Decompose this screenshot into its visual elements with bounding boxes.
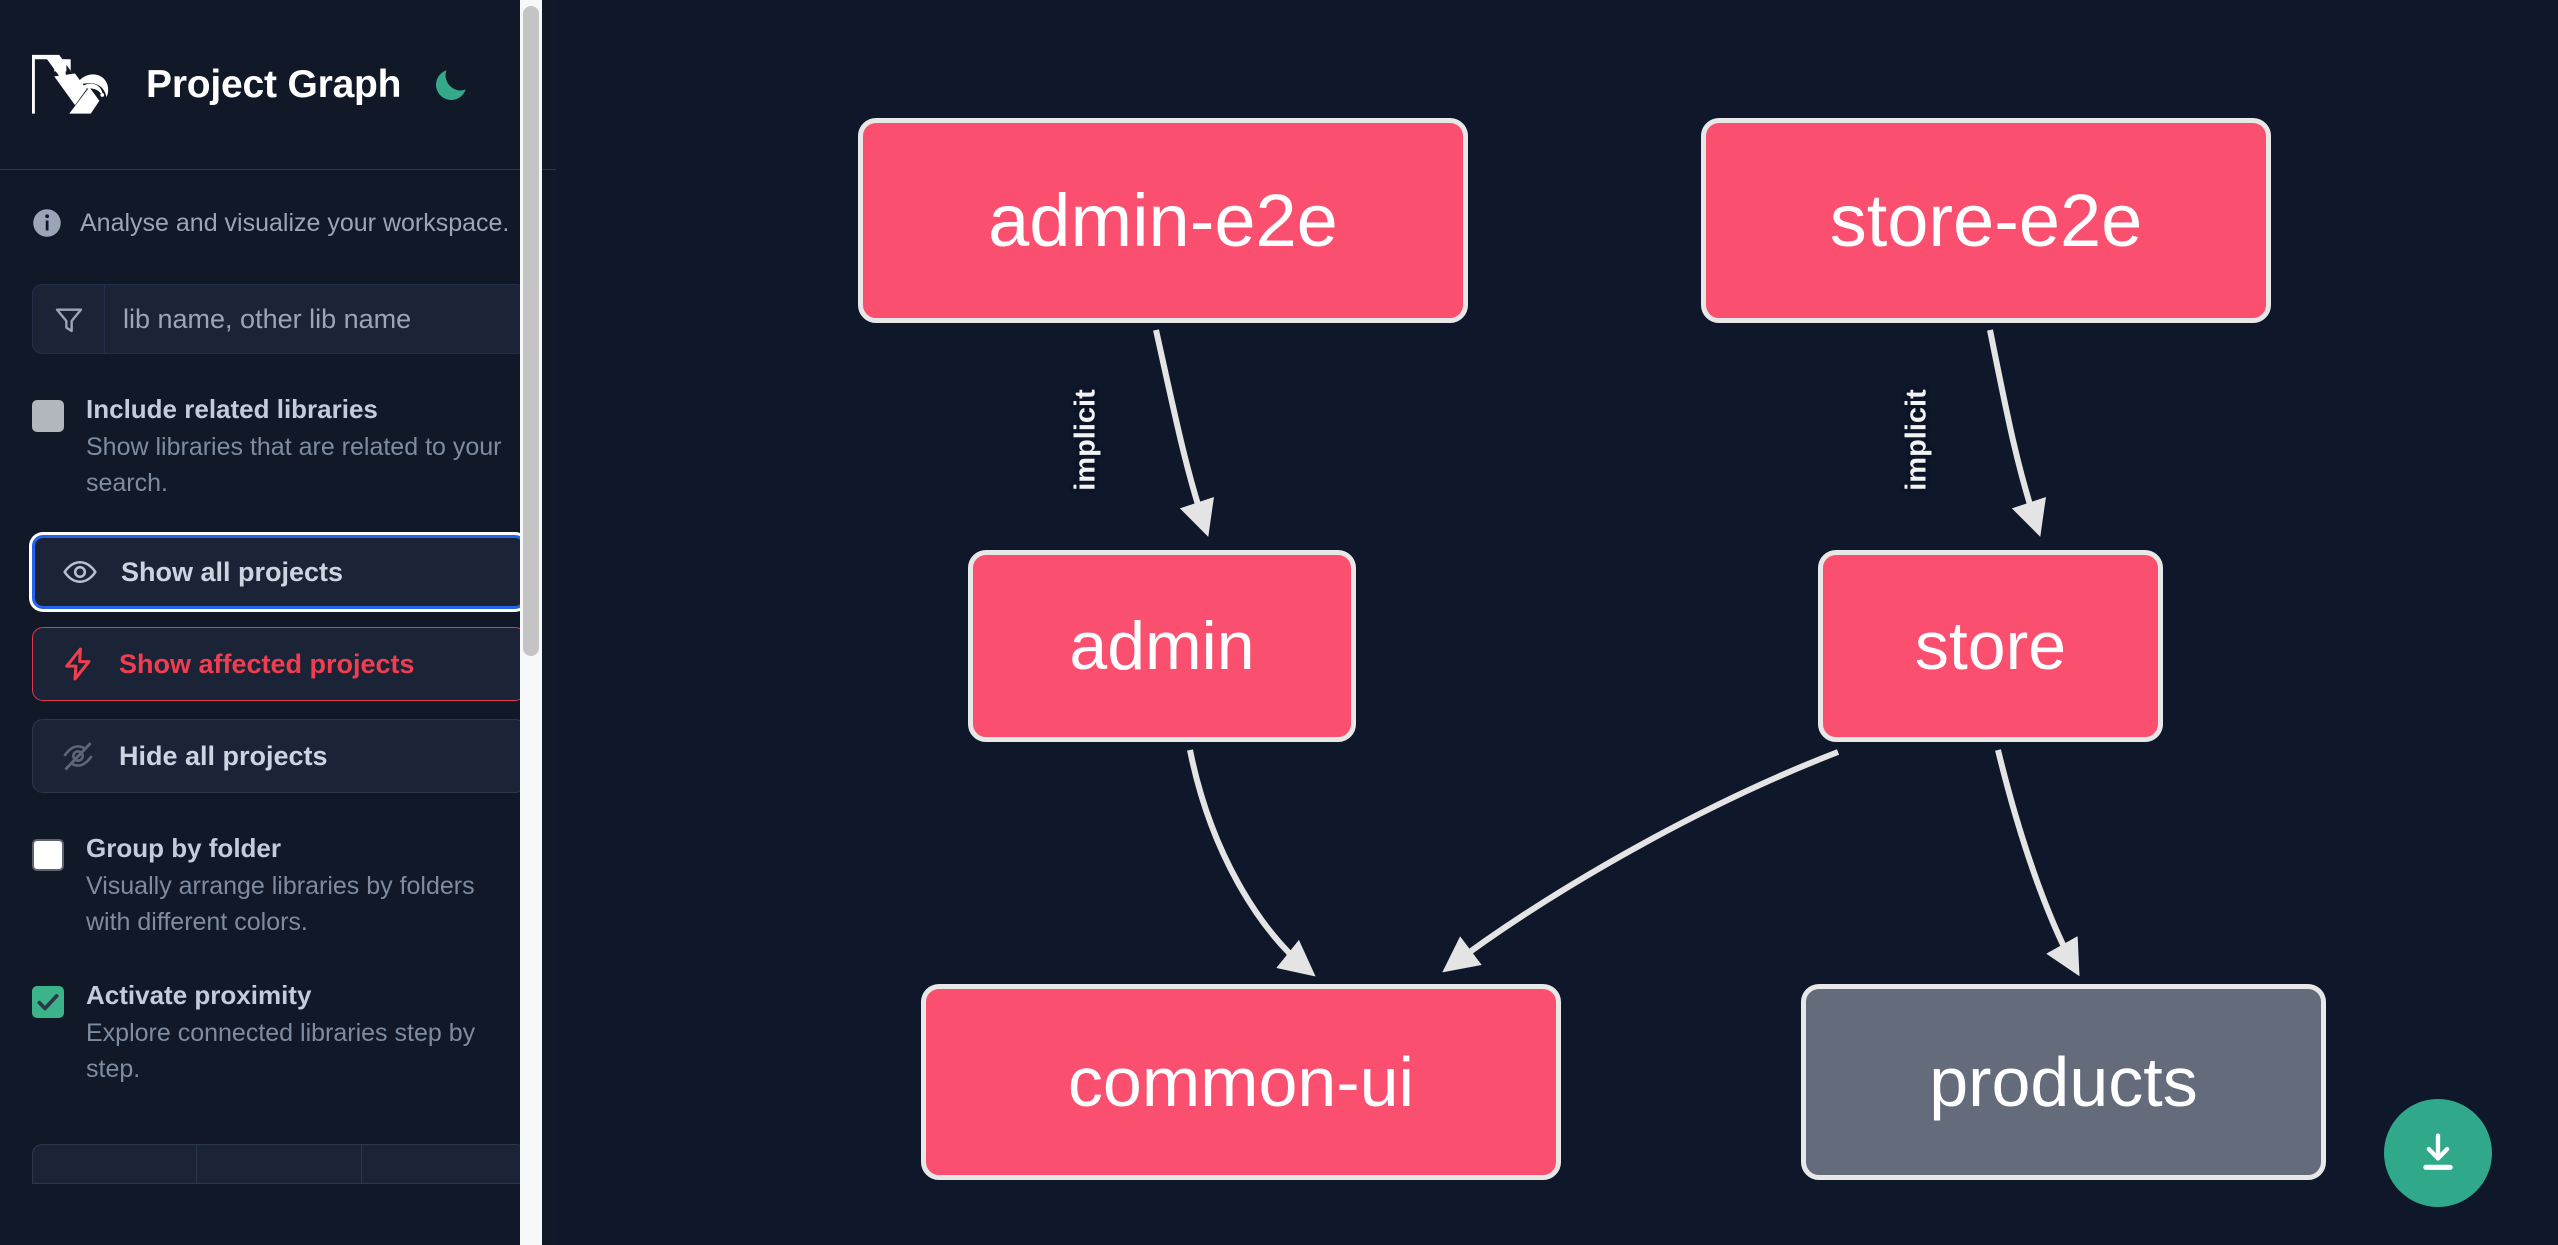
node-label: admin-e2e	[988, 179, 1338, 262]
node-label: store-e2e	[1829, 179, 2143, 262]
sidebar-scrollbar-thumb[interactable]	[523, 6, 539, 656]
sidebar: Project Graph Analyse and visualize your…	[0, 0, 558, 1245]
info-icon	[32, 208, 62, 238]
node-label: common-ui	[1067, 1043, 1415, 1121]
include-related-libraries-checkbox[interactable]	[32, 400, 64, 432]
segment-option-1[interactable]	[32, 1143, 197, 1184]
node-label: admin	[1069, 608, 1255, 684]
option-description: Explore connected libraries step by step…	[86, 1019, 476, 1084]
nx-logo-icon	[32, 52, 118, 118]
graph-node-admin-e2e[interactable]: admin-e2e	[858, 118, 1468, 323]
option-text-group: Activate proximity Explore connected lib…	[86, 980, 516, 1087]
option-text-group: Include related libraries Show libraries…	[86, 394, 516, 501]
segment-option-2[interactable]	[196, 1143, 361, 1184]
sidebar-tagline: Analyse and visualize your workspace.	[0, 170, 558, 238]
sidebar-header: Project Graph	[0, 0, 558, 170]
edge-store-to-products	[1995, 749, 2080, 977]
option-description: Visually arrange libraries by folders wi…	[86, 871, 475, 937]
hide-all-projects-button[interactable]: Hide all projects	[32, 719, 526, 794]
option-title: Group by folder	[86, 833, 281, 864]
option-group-by-folder: Group by folder Visually arrange librari…	[0, 793, 558, 940]
moon-icon[interactable]	[427, 61, 475, 109]
sidebar-divider	[556, 0, 558, 1245]
graph-node-products[interactable]: products	[1801, 984, 2326, 1180]
project-visibility-buttons: Show all projects Show affected projects	[0, 501, 558, 794]
sidebar-content: Project Graph Analyse and visualize your…	[0, 0, 558, 1184]
node-label: store	[1914, 608, 2067, 684]
graph-canvas[interactable]: admin-e2e store-e2e admin store common-u…	[558, 0, 2558, 1245]
show-affected-projects-button[interactable]: Show affected projects	[32, 627, 526, 702]
search-input[interactable]	[105, 285, 525, 353]
button-label: Show affected projects	[119, 648, 415, 679]
funnel-icon	[33, 285, 105, 353]
show-all-projects-button[interactable]: Show all projects	[32, 535, 526, 610]
button-label: Hide all projects	[119, 740, 328, 771]
option-text-group: Group by folder Visually arrange librari…	[86, 833, 516, 940]
edge-store-to-common-ui	[1442, 749, 1840, 973]
text-graph-toggle-group[interactable]	[32, 1143, 526, 1184]
graph-node-store[interactable]: store	[1818, 550, 2163, 742]
option-title: Activate proximity	[86, 980, 312, 1011]
option-include-related-libraries: Include related libraries Show libraries…	[0, 354, 558, 501]
option-description: Show libraries that are related to your …	[86, 432, 502, 497]
activate-proximity-checkbox[interactable]	[32, 986, 64, 1019]
edge-admin-e2e-to-admin	[1153, 329, 1214, 537]
graph-edges	[1153, 329, 2080, 977]
option-activate-proximity: Activate proximity Explore connected lib…	[0, 940, 558, 1087]
page-title: Project Graph	[146, 62, 402, 106]
eye-icon	[61, 553, 99, 591]
option-title: Include related libraries	[86, 394, 378, 424]
edge-admin-to-common-ui	[1187, 749, 1316, 977]
edge-store-e2e-to-store	[1987, 329, 2046, 537]
segment-option-3[interactable]	[360, 1143, 526, 1184]
filter-search-row	[32, 284, 526, 354]
sidebar-tagline-text: Analyse and visualize your workspace.	[80, 208, 510, 237]
button-label: Show all projects	[121, 556, 344, 587]
graph-node-admin[interactable]: admin	[968, 550, 1356, 742]
node-label: products	[1929, 1043, 2198, 1121]
graph-node-store-e2e[interactable]: store-e2e	[1701, 118, 2271, 323]
eye-off-icon	[59, 737, 97, 775]
graph-node-common-ui[interactable]: common-ui	[921, 984, 1561, 1180]
download-image-button[interactable]	[2384, 1099, 2492, 1207]
download-icon	[2423, 1133, 2453, 1170]
lightning-bolt-icon	[59, 645, 97, 683]
group-by-folder-checkbox[interactable]	[32, 839, 64, 872]
